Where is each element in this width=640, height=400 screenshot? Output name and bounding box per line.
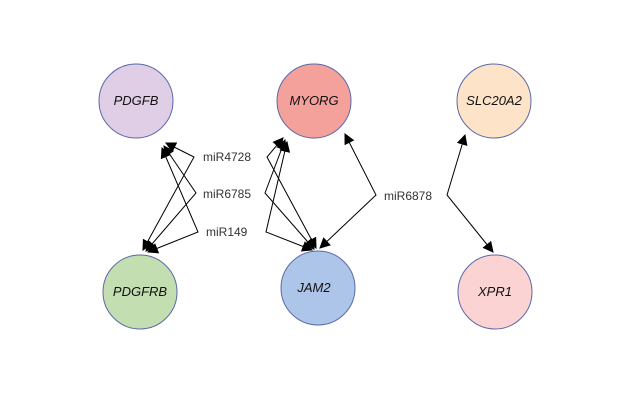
node-jam2[interactable]: JAM2 — [280, 250, 356, 326]
node-circle — [98, 63, 174, 139]
node-circle — [102, 254, 178, 330]
edge-label-bg — [199, 186, 257, 201]
edge-labels: miR4728 miR6785 miR149 miR6878 — [199, 150, 438, 239]
edge-myorg-jam2-mir6878 — [319, 133, 377, 249]
node-label: PDGFB — [114, 93, 159, 108]
nodes: PDGFB MYORG SLC20A2 PDGFRB JAM2 XPR1 — [98, 63, 533, 330]
edges — [142, 133, 494, 254]
node-label: MYORG — [289, 93, 338, 108]
edge-label-mir149: miR149 — [206, 225, 248, 239]
edge-label-bg — [380, 188, 438, 203]
edge-slc20a2-xpr1-mir6878 — [446, 133, 494, 253]
node-label: JAM2 — [296, 280, 331, 295]
node-circle — [456, 63, 532, 139]
node-xpr1[interactable]: XPR1 — [457, 254, 533, 330]
edge-label-mir6785: miR6785 — [203, 187, 251, 201]
edge-label-mir6878: miR6878 — [384, 189, 432, 203]
node-circle — [280, 250, 356, 326]
edge-label-bg — [202, 224, 254, 239]
edge-pdgfb-pdgfrb-mir4728 — [142, 142, 195, 251]
node-pdgfb[interactable]: PDGFB — [98, 63, 174, 139]
edge-myorg-jam2-mir4728 — [266, 137, 317, 249]
node-myorg[interactable]: MYORG — [276, 63, 352, 139]
node-slc20a2[interactable]: SLC20A2 — [456, 63, 532, 139]
node-label: PDGFRB — [113, 284, 168, 299]
node-label: SLC20A2 — [466, 93, 522, 108]
edge-pdgfb-pdgfrb-mir149 — [146, 146, 199, 254]
node-label: XPR1 — [477, 284, 512, 299]
node-circle — [276, 63, 352, 139]
edge-label-bg — [199, 150, 257, 165]
node-circle — [457, 254, 533, 330]
edge-label-mir4728: miR4728 — [203, 150, 251, 164]
node-pdgfrb[interactable]: PDGFRB — [102, 254, 178, 330]
edge-myorg-jam2-mir6785 — [264, 138, 315, 250]
edge-myorg-jam2-mir149 — [265, 140, 314, 252]
